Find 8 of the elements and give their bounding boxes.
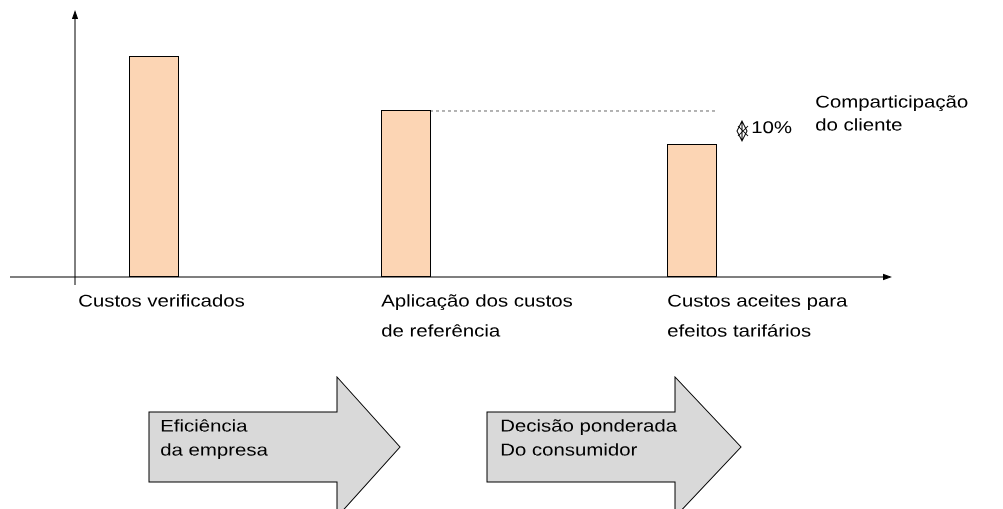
note-label: 10% — [752, 121, 792, 134]
bar — [667, 144, 717, 277]
note-label: Comparticipação do cliente — [816, 95, 968, 131]
category-label: Custos verificados — [79, 294, 245, 307]
category-label: Aplicação dos custos de referência — [381, 294, 573, 337]
category-label: Custos aceites para efeitos tarifários — [668, 294, 848, 337]
bar — [129, 56, 179, 277]
bar — [381, 110, 431, 277]
